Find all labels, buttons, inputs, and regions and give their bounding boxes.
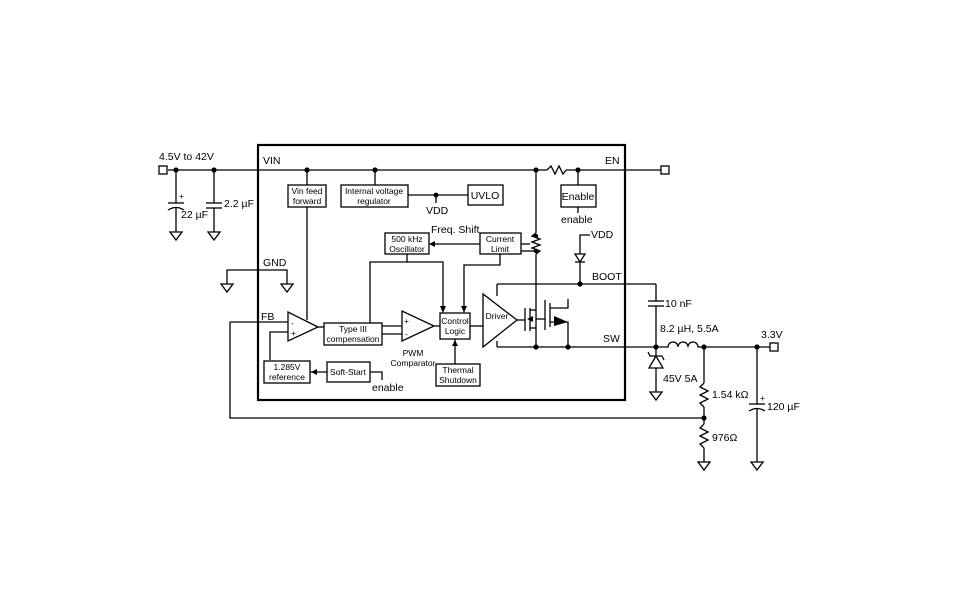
error-amplifier <box>287 310 320 343</box>
oscillator-text-1: 500 kHz <box>391 234 422 244</box>
current-sense-resistor <box>530 232 542 255</box>
arrow-icon <box>440 306 446 313</box>
boot-pin-label: BOOT <box>592 271 622 283</box>
enable-block-text: Enable <box>562 191 595 203</box>
ground-icon <box>279 283 295 294</box>
reference-text-2: reference <box>269 372 305 382</box>
vin-pin <box>158 165 168 175</box>
enable-signal-label-2: enable <box>372 382 404 394</box>
oscillator-text-2: Oscillator <box>389 244 425 254</box>
inductor-icon <box>656 341 704 348</box>
gnd-wire <box>226 269 288 284</box>
type3-text-1: Type III <box>339 324 367 334</box>
c-in-bulk-label: 22 µF <box>181 209 208 221</box>
chip-outline <box>256 143 627 402</box>
c-in-bulk-curved-plate <box>167 206 185 211</box>
output-voltage-label: 3.3V <box>761 329 783 341</box>
diode-label: 45V 5A <box>663 373 697 385</box>
ground-icon <box>749 461 765 472</box>
fb-feedback-wire <box>229 322 704 419</box>
freq-shift-label: Freq. Shift <box>431 224 480 236</box>
gnd-pin-label: GND <box>263 257 287 269</box>
arrow-icon <box>311 369 317 375</box>
ground-icon <box>206 231 222 242</box>
arrow-icon <box>429 241 435 247</box>
ground-icon <box>219 283 235 294</box>
c-in-ceramic-label: 2.2 µF <box>224 198 254 210</box>
c-out-plus: + <box>760 393 765 403</box>
vin-pin-label: VIN <box>263 155 281 167</box>
arrow-icon <box>461 306 467 313</box>
vdd-label: VDD <box>591 229 614 241</box>
arrow-icon <box>452 340 458 346</box>
r-top-icon <box>698 382 710 408</box>
ground-icon <box>168 231 184 242</box>
inductor-label: 8.2 µH, 5.5A <box>660 323 719 335</box>
thermal-text-1: Thermal <box>442 365 473 375</box>
r-top-label: 1.54 kΩ <box>712 389 749 401</box>
erroramp-plus: + <box>291 328 296 338</box>
vout-pin <box>769 342 779 352</box>
en-pin <box>660 165 670 175</box>
ground-icon <box>648 391 664 402</box>
ground-icon <box>696 461 712 472</box>
r-bottom-icon <box>698 423 710 449</box>
uvlo-block <box>467 184 504 206</box>
arrow-icon <box>527 316 533 322</box>
c-in-bulk-plus: + <box>179 191 184 201</box>
vin-feed-forward-text-2: forward <box>293 196 322 206</box>
type3-text-2: compensation <box>327 334 380 344</box>
reference-text-1: 1.285V <box>274 362 301 372</box>
vin-feed-forward-text-1: Vin feed <box>291 186 322 196</box>
diode-icon <box>647 354 665 369</box>
pwm-comparator <box>401 309 436 343</box>
thermal-text-2: Shutdown <box>439 375 477 385</box>
c-out-curved-plate <box>748 407 766 412</box>
r-bottom-label: 976Ω <box>712 432 738 444</box>
erroramp-minus: - <box>291 318 294 328</box>
ref-to-erroramp <box>269 331 288 360</box>
driver-block <box>482 292 519 349</box>
en-pin-label: EN <box>605 155 620 167</box>
enable-signal-label: enable <box>561 214 593 226</box>
control-logic-text-1: Control <box>441 316 469 326</box>
pwm-comparator-text-2: Comparator <box>391 358 436 368</box>
current-limit-text-2: Limit <box>491 244 510 254</box>
en-pullup-resistor <box>546 164 567 176</box>
internal-regulator-text-2: regulator <box>357 196 391 206</box>
soft-start-text: Soft-Start <box>330 367 367 377</box>
thermal-shutdown-block <box>435 363 481 387</box>
driver-text: Driver <box>486 311 509 321</box>
vin-range-label: 4.5V to 42V <box>159 151 214 163</box>
vdd-uvlo-label: VDD <box>426 205 449 217</box>
internal-regulator-text-1: Internal voltage <box>345 186 403 196</box>
sw-pin-label: SW <box>603 333 620 345</box>
current-limit-text-1: Current <box>486 234 515 244</box>
uvlo-text: UVLO <box>471 190 500 202</box>
c-boot-label: 10 nF <box>665 298 692 310</box>
comparator-plus: + <box>404 316 409 326</box>
arrow-icon <box>554 316 568 326</box>
internal-regulator-block <box>340 184 409 208</box>
control-logic-text-2: Logic <box>445 326 466 336</box>
fb-pin-label: FB <box>261 311 274 323</box>
comparator-minus: - <box>405 329 408 339</box>
pwm-comparator-text-1: PWM <box>403 348 424 358</box>
c-out-label: 120 µF <box>767 401 800 413</box>
boot-diode-icon <box>573 253 587 264</box>
